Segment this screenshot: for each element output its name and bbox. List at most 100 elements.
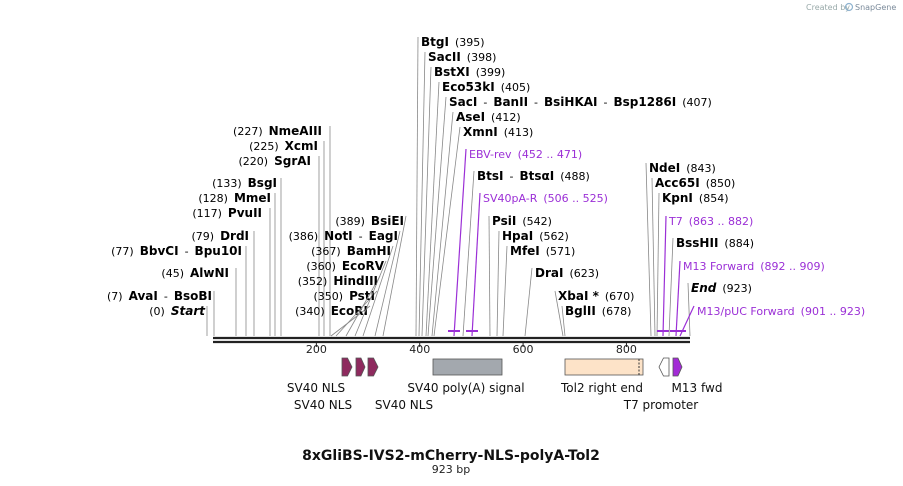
site-label-num: (133) [212,177,242,190]
site-label-num: (413) [504,126,534,139]
site-label-bamhi[interactable]: (367)BamHI [311,244,394,337]
site-label-bsiei[interactable]: (389)BsiEI [335,214,407,337]
site-label-kpni[interactable]: KpnI(854) [656,191,729,337]
site-label-num: (623) [569,267,599,280]
site-label-sv40pa-r-506-525[interactable]: SV40pA-R (506 .. 525) [466,192,608,337]
site-label-m13-forward-892-909[interactable]: M13 Forward(892 .. 909) [670,260,825,337]
site-label-num: (395) [455,36,485,49]
site-label-eco53ki[interactable]: Eco53kI(405) [425,80,530,337]
site-label-name: BbvCI [140,244,179,258]
site-label-hpai[interactable]: HpaI(562) [496,229,569,337]
site-label-saci-banii-bsihkai-bsp1286i[interactable]: SacI-BanII-BsiHKAI-Bsp1286I(407) [427,95,712,337]
site-label-t7-863-882[interactable]: T7(863 .. 882) [657,215,753,337]
site-label-psii[interactable]: PsiI(542) [488,214,552,337]
ruler-label: 800 [616,343,637,356]
site-label-name: EcoRV [342,259,385,273]
feature-arrow-left [658,357,670,377]
site-label-drai[interactable]: DraI (623) [524,266,599,337]
feature-sv40-poly-a-signal[interactable]: SV40 poly(A) signal [407,358,525,395]
site-leader-line [668,237,674,337]
site-label-xmni[interactable]: XmnI(413) [433,125,534,337]
site-label-primer: (506 .. 525) [543,192,608,205]
site-label-mmei[interactable]: (128)MmeI [198,191,276,336]
site-label-bsgi[interactable]: (133) BsgI [212,176,282,336]
site-label-name: KpnI [662,191,693,205]
feature-label: M13 fwd [672,381,723,395]
site-label-num: (488) [560,170,590,183]
site-label-ecori[interactable]: (340)EcoRI [295,304,371,337]
site-label-primer: (892 .. 909) [760,260,825,273]
site-label-pvuii[interactable]: (117)PvuII [192,206,271,336]
site-leader-line [345,275,381,337]
site-leader-line [382,215,407,337]
site-leader-line [687,282,691,337]
feature-arrow-right [341,357,353,377]
site-label-hindiii[interactable]: (352)HindIII [298,274,381,337]
site-label-mfei[interactable]: MfeI(571) [502,244,575,337]
site-label-ecorv[interactable]: (360)EcoRV [306,259,387,337]
site-label-ndei[interactable]: NdeI(843) [645,161,716,337]
snapgene-logo-icon [844,2,854,12]
site-label-name: NotI [324,229,353,243]
site-label-name: HindIII [333,274,378,288]
site-label-ebv-rev-452-471[interactable]: EBV-rev(452 .. 471) [448,148,582,337]
site-label-num: (670) [605,290,635,303]
site-label-name: SgrAI [274,154,311,168]
site-label-start[interactable]: (0)Start [149,304,208,336]
site-label-avai-bsobi[interactable]: (7)AvaI-BsoBI [107,289,215,336]
site-label-acc65i[interactable]: Acc65I(850) [651,176,735,337]
site-leader-line [496,230,500,337]
site-label-sgrai[interactable]: (220)SgrAI [239,154,320,336]
site-label-btgi[interactable]: BtgI (395) [415,35,485,337]
site-label-asei[interactable]: AseI(412) [431,110,521,337]
site-label-drdi[interactable]: (79)DrdI [191,229,255,336]
feature-t7-promoter[interactable]: T7 promoter [623,357,699,412]
site-label-name: BtsαI [519,169,554,183]
site-label-xcmi[interactable]: (225)XcmI [249,139,325,336]
ruler-label: 600 [513,343,534,356]
site-label-xbai[interactable]: XbaI *(670) [554,289,635,337]
site-label-name: BtgI [421,35,449,49]
site-label-name: DraI [535,266,563,280]
site-label-name: BsgI [248,176,277,190]
feature-sv40-nls[interactable]: SV40 NLS [294,357,366,412]
feature-label: T7 promoter [623,398,699,412]
site-label-name: AseI [456,110,485,124]
site-label-name: Bsp1286I [614,95,677,109]
site-label-sacii[interactable]: SacII(398) [418,50,496,337]
site-label-num: (340) [295,305,325,318]
feature-sv40-nls[interactable]: SV40 NLS [287,357,353,395]
site-label-name: AlwNI [190,266,229,280]
site-label-bstxi[interactable]: BstXI(399) [421,65,505,337]
feature-label: SV40 NLS [294,398,352,412]
feature-box [432,358,503,376]
feature-arrow-right [355,357,366,377]
feature-label: SV40 NLS [375,398,433,412]
site-leader-line [433,126,461,337]
site-label-num: (79) [191,230,214,243]
site-label-psti[interactable]: (350)PstI [313,289,378,337]
site-label-m13-puc-forward-901-923[interactable]: M13/pUC Forward(901 .. 923) [674,305,865,337]
site-label-name: BtsI [477,169,504,183]
site-leader-line [415,36,419,337]
site-leader-line [374,230,401,337]
site-label-bglii[interactable]: BglII(678) [561,304,631,337]
feature-sv40-nls[interactable]: SV40 NLS [367,357,433,412]
site-label-nmeaiii[interactable]: (227)NmeAIII [233,124,331,336]
site-label-alwni[interactable]: (45)AlwNI [161,266,237,336]
site-label-noti-eagi[interactable]: (386)NotI-EagI [289,229,401,337]
site-label-bbvci-bpu10i[interactable]: (77)BbvCI-Bpu10I [111,244,247,336]
site-label-end[interactable]: End(923) [687,281,752,337]
feature-tol2-right-end[interactable]: Tol2 right end [560,358,644,395]
site-label-primer: SV40pA-R [483,192,538,205]
feature-m13-fwd[interactable]: M13 fwd [672,357,723,395]
site-label-num: (225) [249,140,279,153]
site-label-btsi-bts-i[interactable]: BtsI-BtsαI(488) [462,169,590,337]
site-label-name: PvuII [228,206,262,220]
site-label-name: SacII [428,50,461,64]
site-leader-line [554,290,564,337]
site-label-name: NdeI [649,161,680,175]
site-label-bsshii[interactable]: BssHII(884) [668,236,754,337]
